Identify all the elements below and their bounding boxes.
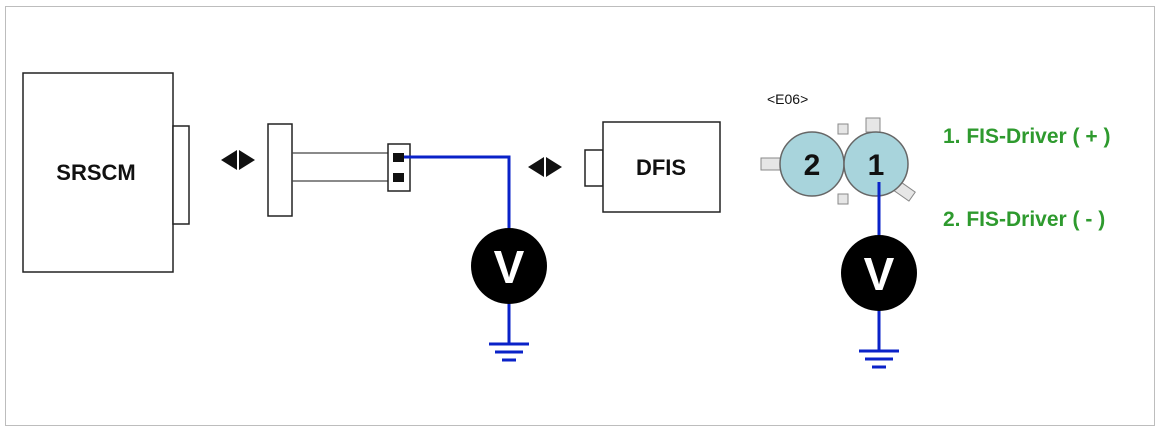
srscm-module: SRSCM <box>22 72 190 273</box>
harness-pin-block <box>387 143 411 192</box>
right-meter-body <box>841 235 917 311</box>
connector-top-key-right <box>865 117 881 133</box>
pin-2-number: 2 <box>804 149 821 182</box>
srscm-box <box>22 72 174 273</box>
srscm-connector-tab <box>172 125 190 225</box>
dfis-label: DFIS <box>636 155 686 180</box>
left-probe-wire <box>404 155 511 240</box>
harness-pin-1 <box>393 153 404 162</box>
connector-code: <E06> <box>767 91 808 107</box>
harness-plate <box>267 123 293 217</box>
srscm-label: SRSCM <box>56 160 135 185</box>
legend-item-1: 1. FIS-Driver ( + ) <box>943 125 1110 148</box>
dfis-connector-tab <box>584 149 604 187</box>
connector-bottom-key <box>837 193 849 205</box>
dfis-module: DFIS <box>584 121 721 213</box>
legend-item-2: 2. FIS-Driver ( - ) <box>943 208 1105 231</box>
left-meter-label: V <box>494 241 525 293</box>
left-voltmeter: V <box>471 228 547 304</box>
right-ground-icon <box>859 349 899 369</box>
connector-e06: <E06> 2 1 <box>760 91 916 205</box>
harness-connector <box>267 123 411 217</box>
left-meter-body <box>471 228 547 304</box>
right-voltmeter: V <box>841 235 917 311</box>
diagram-frame <box>5 6 1155 426</box>
left-ground-icon <box>489 342 529 362</box>
left-double-arrow-icon <box>221 150 255 170</box>
right-meter-label: V <box>864 248 895 300</box>
harness-pin-2 <box>393 173 404 182</box>
connector-pin-1 <box>843 131 909 197</box>
dfis-box <box>602 121 721 213</box>
connector-top-key-left <box>837 123 849 135</box>
right-double-arrow-icon <box>528 157 562 177</box>
pin-1-number: 1 <box>868 149 885 182</box>
